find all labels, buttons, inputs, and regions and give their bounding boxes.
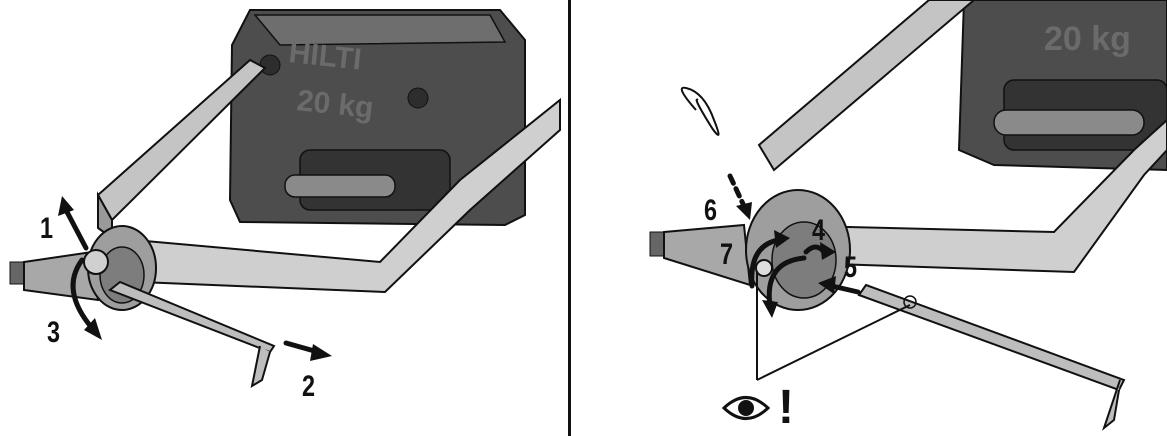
frame-bar bbox=[757, 0, 1167, 274]
retaining-clip bbox=[680, 86, 720, 136]
warning-symbol: ! bbox=[778, 381, 794, 434]
step-4-label: 4 bbox=[812, 214, 826, 247]
weight-label: 20 kg bbox=[1044, 20, 1131, 58]
rotate-arrow-7 bbox=[749, 237, 781, 289]
rod bbox=[108, 280, 276, 354]
step-2-label: 2 bbox=[302, 370, 316, 403]
rotate-arrow bbox=[70, 257, 95, 331]
counterweight: 20 kg bbox=[957, 0, 1167, 172]
rotate-arrow-down bbox=[766, 255, 807, 309]
illustration-panel-right: 20 kg bbox=[574, 0, 1167, 436]
step-6-label: 6 bbox=[704, 194, 718, 227]
eye-icon bbox=[722, 396, 770, 420]
step-7-label: 7 bbox=[720, 238, 734, 271]
pin-assembly bbox=[649, 86, 1126, 431]
install-illustration: 20 kg bbox=[649, 0, 1167, 431]
step-1-label: 1 bbox=[40, 212, 54, 245]
removal-illustration: HILTI 20 kg bbox=[9, 9, 561, 389]
inspection-lines bbox=[756, 272, 911, 381]
arrows bbox=[58, 196, 332, 361]
insert-arrow bbox=[727, 173, 747, 209]
step-5-label: 5 bbox=[844, 251, 858, 284]
visual-check-warning: ! bbox=[722, 384, 794, 432]
weight-label: 20 kg bbox=[295, 84, 375, 125]
rod bbox=[857, 283, 1126, 392]
pin-assembly bbox=[9, 225, 276, 389]
illustration-panel-left: HILTI 20 kg 1 2 3 bbox=[0, 0, 566, 436]
panel-divider bbox=[568, 0, 571, 436]
arrows bbox=[727, 173, 861, 318]
counterweight: HILTI 20 kg bbox=[228, 9, 526, 227]
push-arrow bbox=[829, 283, 861, 295]
step-3-label: 3 bbox=[47, 316, 61, 349]
lift-arrow bbox=[63, 207, 89, 251]
brand-mark: HILTI bbox=[287, 36, 363, 76]
